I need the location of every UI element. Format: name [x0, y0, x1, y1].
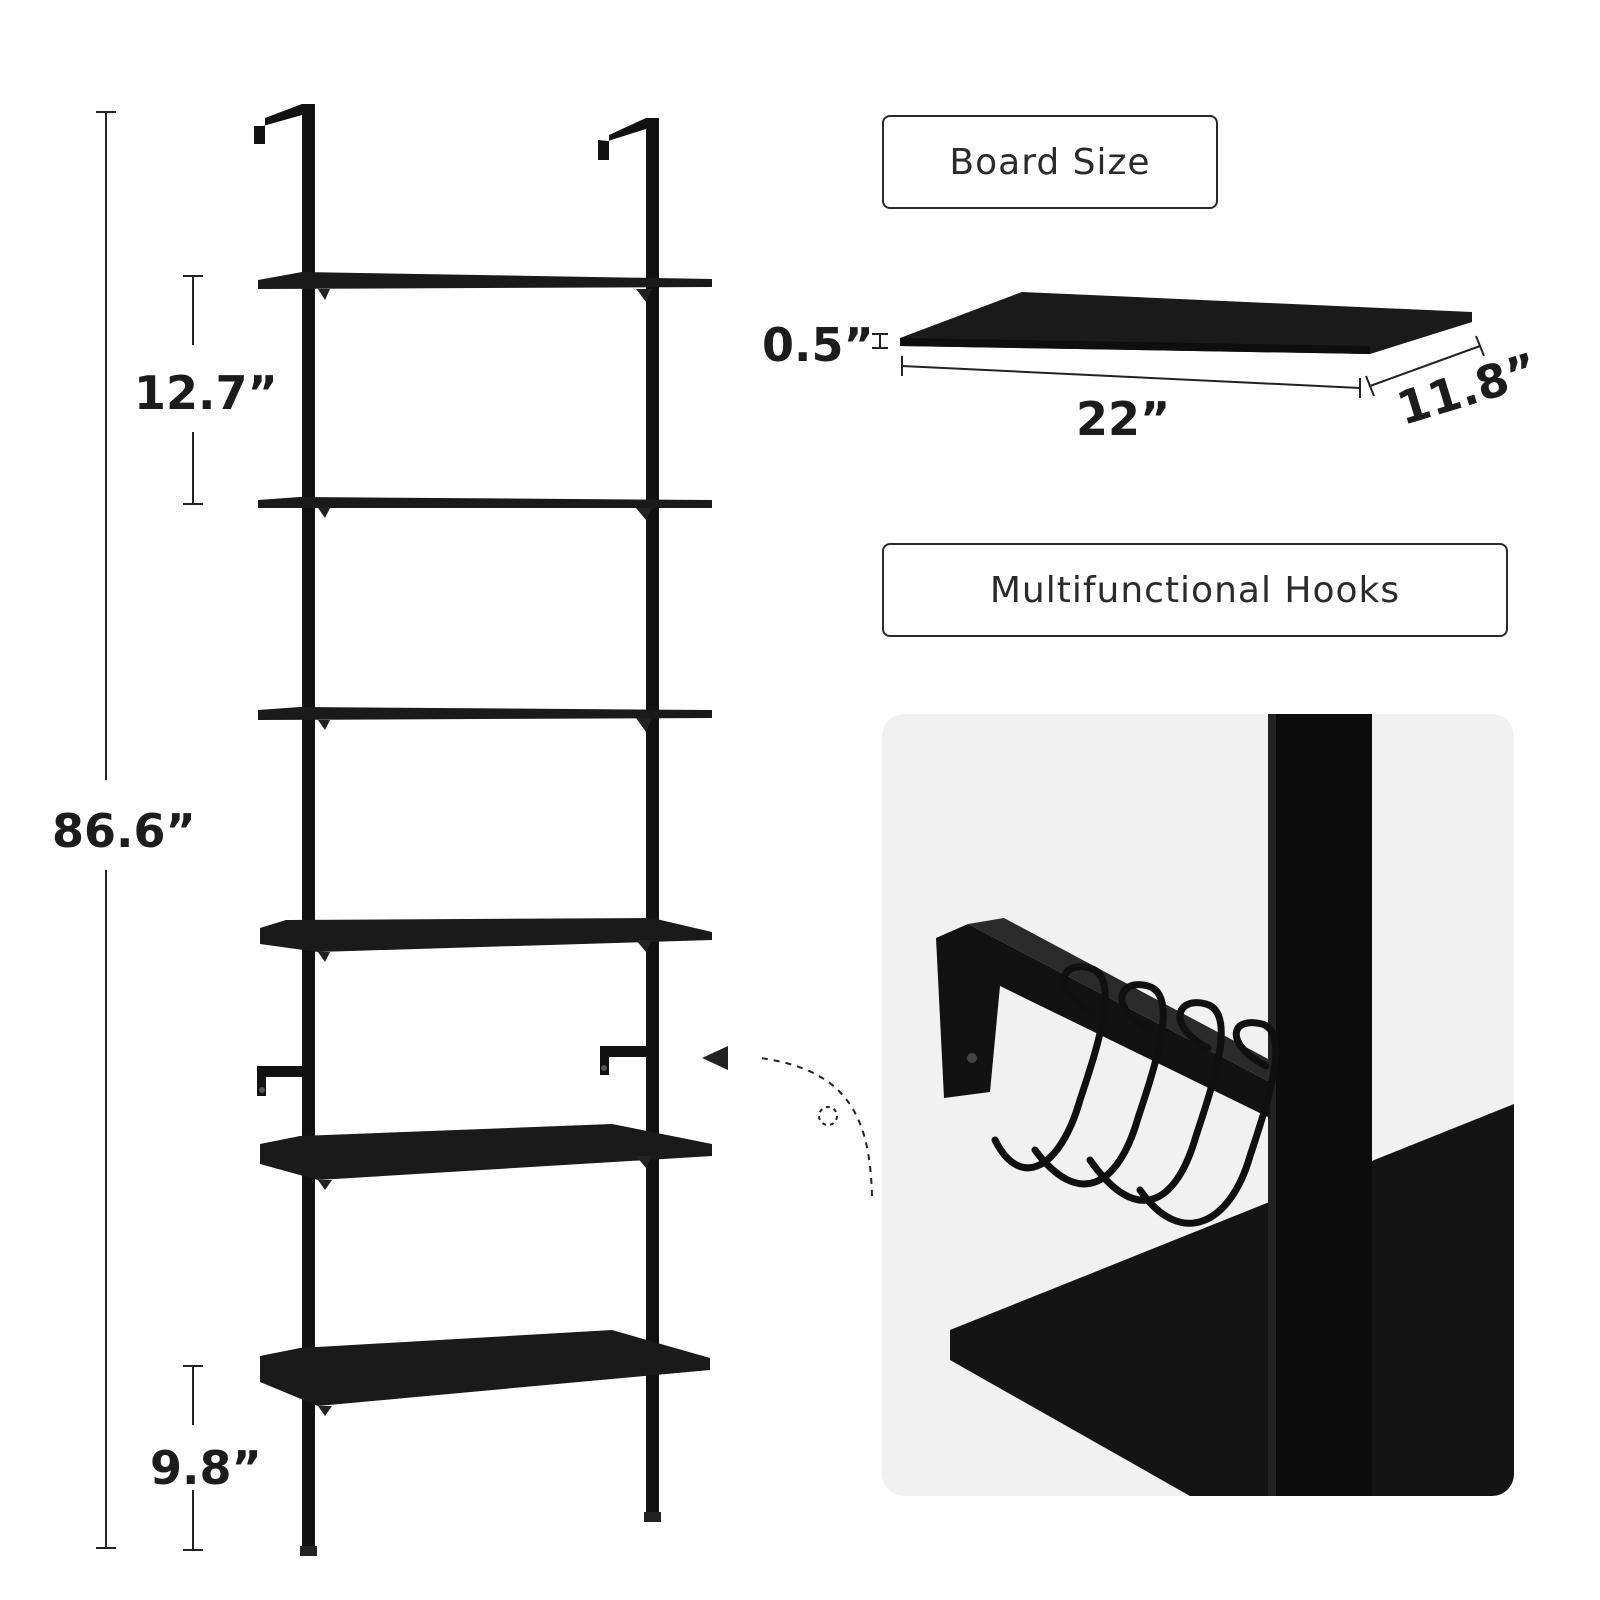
bottom-clearance-label: 9.8”: [150, 1441, 262, 1495]
top-right-wall-bracket: [598, 118, 646, 160]
shelf-5: [260, 1124, 712, 1190]
closeup-board: [950, 1104, 1514, 1496]
shelf-4: [260, 918, 712, 962]
top-left-wall-bracket: [254, 104, 302, 144]
board-thickness-marker: [872, 333, 888, 349]
left-foot: [300, 1546, 317, 1556]
shelf-spacing-label: 12.7”: [134, 366, 278, 420]
shelf-3: [258, 707, 712, 732]
board-depth-dimension-line: [1365, 335, 1485, 397]
shelf-2: [258, 497, 712, 520]
mid-right-wall-bracket: [600, 1046, 646, 1075]
bottom-clearance-dimension-line: [183, 1365, 203, 1551]
board-size-label: Board Size: [882, 115, 1218, 209]
s-hooks: [991, 963, 1280, 1227]
shelf-1: [258, 272, 712, 302]
left-upright: [302, 104, 315, 1550]
board-width-label: 22”: [1076, 392, 1171, 446]
board-width-dimension-line: [901, 356, 1361, 398]
multifunctional-hooks-label: Multifunctional Hooks: [882, 543, 1508, 637]
total-height-label: 86.6”: [52, 804, 196, 858]
right-upright: [646, 118, 659, 1516]
ladder-shelf: [254, 104, 712, 1556]
total-height-dimension-line: [96, 111, 116, 1549]
shelf-spacing-dimension-line: [183, 275, 203, 505]
board-thickness-label: 0.5”: [762, 318, 874, 372]
closeup-post: [1268, 714, 1372, 1496]
mid-left-wall-bracket: [257, 1066, 302, 1096]
board-illustration: [900, 292, 1472, 354]
dashed-arrow: [702, 1046, 873, 1197]
right-foot: [644, 1512, 661, 1522]
hooks-closeup-panel: [882, 714, 1514, 1496]
shelf-6: [260, 1330, 710, 1416]
